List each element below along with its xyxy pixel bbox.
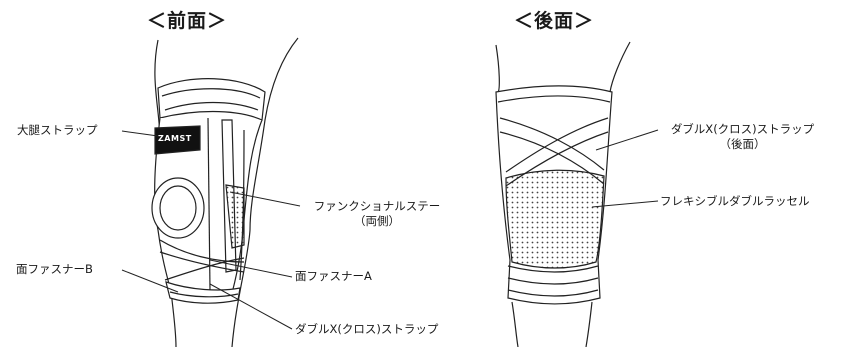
back-lower-band xyxy=(507,265,599,273)
leader-double-x-back xyxy=(595,129,659,151)
leader-functional-stay xyxy=(229,191,301,207)
label-thigh-strap: 大腿ストラップ xyxy=(17,123,98,137)
label-flexible-raschel: フレキシブルダブルラッセル xyxy=(660,194,810,208)
leader-fastener-a xyxy=(209,259,293,278)
leader-double-x-front xyxy=(209,283,293,330)
label-double-x-front: ダブルX(クロス)ストラップ xyxy=(295,322,439,336)
leader-lines xyxy=(121,129,659,330)
front-x-strap xyxy=(159,239,245,263)
leader-thigh-strap xyxy=(121,130,159,137)
label-double-x-back: ダブルX(クロス)ストラップ （後面） xyxy=(660,122,825,152)
front-lower-band xyxy=(165,281,241,304)
back-heading: ＜後面＞ xyxy=(514,10,595,32)
label-fastener-b: 面ファスナーB xyxy=(16,262,93,276)
zamst-logo: ZAMST xyxy=(158,134,192,143)
label-functional-stay: ファンクショナルステー （両側） xyxy=(302,199,452,229)
label-functional-stay-name: ファンクショナルステー xyxy=(313,199,441,213)
label-functional-stay-note: （両側） xyxy=(354,214,400,228)
flexible-raschel-mesh xyxy=(505,169,605,269)
leader-fastener-b xyxy=(121,269,179,293)
front-upper-band xyxy=(157,78,266,121)
front-heading: ＜前面＞ xyxy=(147,10,228,32)
leader-flexible-raschel xyxy=(591,200,659,208)
thigh-strap xyxy=(154,125,201,155)
back-leg-outline xyxy=(495,44,500,93)
label-double-x-back-name: ダブルX(クロス)ストラップ xyxy=(670,122,815,136)
front-view xyxy=(151,37,299,347)
label-fastener-a: 面ファスナーA xyxy=(295,269,372,283)
back-x-strap xyxy=(499,117,605,171)
label-double-x-back-note: （後面） xyxy=(719,137,766,151)
back-view xyxy=(495,41,631,347)
